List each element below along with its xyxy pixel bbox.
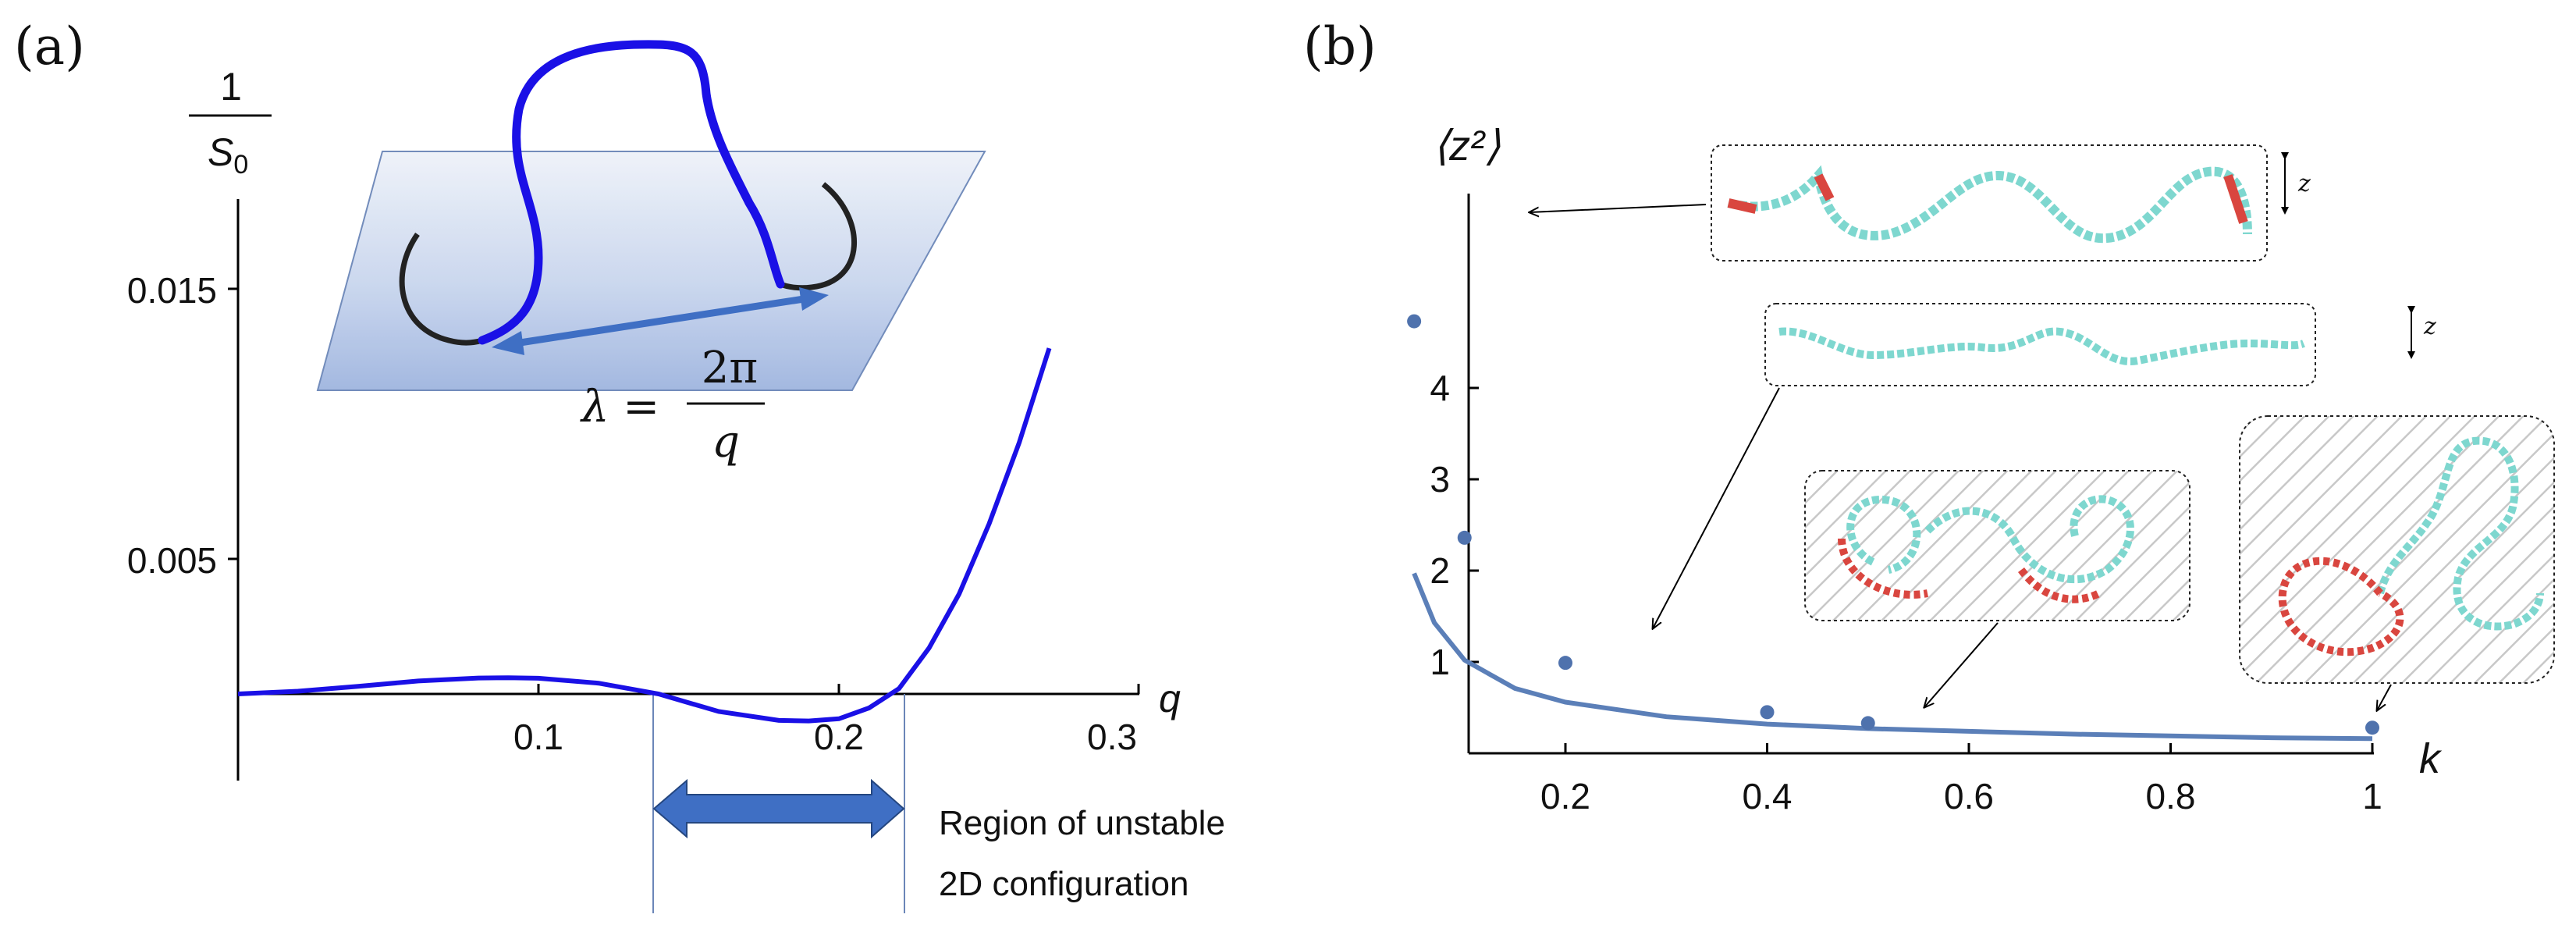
inset-1-frame <box>1711 144 2268 261</box>
scatter-point <box>2365 720 2379 735</box>
right-arc <box>779 182 858 291</box>
wavelength-arrowhead-left <box>492 331 524 355</box>
x-axis-label-a: q <box>1159 677 1181 720</box>
y-tick-label-b: 2 <box>1430 550 1450 591</box>
pointer-arrow-3 <box>1924 622 1999 707</box>
region-label-line1: Region of unstable <box>939 804 1225 842</box>
scatter-point <box>1558 656 1572 671</box>
series-line-a <box>237 347 1052 724</box>
x-tick-label-a-0.2: 0.2 <box>814 717 864 757</box>
x-tick-label-b: 0.6 <box>1944 776 1994 816</box>
inset-chain-2: z <box>1764 303 2436 386</box>
inset-3-frame <box>1804 470 2190 621</box>
inset-2-z-label: z <box>2423 313 2436 340</box>
region-double-arrow <box>652 778 905 839</box>
y-axis-label-b: ⟨z²⟩ <box>1433 123 1501 169</box>
inset-chain-1: z <box>1711 144 2311 261</box>
inset-3-red <box>1838 538 2102 603</box>
panel-b-label: (b) <box>1303 16 1377 76</box>
y-tick-label-b: 3 <box>1430 459 1450 500</box>
x-tick-label-b: 0.4 <box>1743 776 1793 816</box>
scatter-point <box>1407 314 1422 329</box>
inset-2-frame <box>1764 303 2316 386</box>
inset-chain-3 <box>1804 470 2190 621</box>
scatter-point <box>1860 716 1875 731</box>
plane-inset: λ = 2π q <box>316 40 986 468</box>
x-tick-label-a-0.1: 0.1 <box>513 717 563 757</box>
region-label-line2: 2D configuration <box>939 865 1189 903</box>
panel-b: (b) ⟨z²⟩ 0.2 0.4 0.6 0.8 1 1 2 3 4 k z z <box>1303 16 2555 816</box>
wavelength-arrow-line <box>514 295 805 347</box>
inset-4-frame <box>2239 415 2555 684</box>
loop-curve <box>478 40 785 345</box>
y-tick-label-a-0.015: 0.015 <box>127 270 217 311</box>
ticks-b: 0.2 0.4 0.6 0.8 1 1 2 3 4 <box>1430 368 2382 816</box>
left-arc <box>399 232 484 346</box>
inset-3-chain <box>1846 495 2134 584</box>
plane <box>316 151 986 391</box>
fit-curve-b <box>1412 572 2373 742</box>
panel-a: (a) 1 S0 0.015 0.005 0.1 0.2 0.3 q Regio… <box>14 16 1225 913</box>
x-tick-label-a-0.3: 0.3 <box>1087 717 1137 757</box>
y-axis-label-denominator: S0 <box>208 130 248 180</box>
scatter-point <box>1457 530 1472 545</box>
inset-2-chain <box>1778 327 2305 366</box>
inset-4-red <box>2278 557 2404 656</box>
scatter-point <box>1760 705 1775 720</box>
lambda-prefix: λ = <box>580 382 659 432</box>
inset-chain-4 <box>2239 415 2555 684</box>
scatter-points-b <box>1407 314 2379 735</box>
pointer-arrow-1 <box>1530 204 1707 212</box>
panel-a-label: (a) <box>14 16 85 76</box>
y-axis-label-numerator: 1 <box>220 65 242 109</box>
x-tick-label-b: 1 <box>2362 776 2382 816</box>
inset-1-z-label: z <box>2297 170 2311 197</box>
y-tick-label-b: 4 <box>1430 368 1450 408</box>
y-tick-label-a-0.005: 0.005 <box>127 540 217 581</box>
y-tick-label-b: 1 <box>1430 642 1450 682</box>
inset-4-chain <box>2376 436 2544 631</box>
lambda-denominator: q <box>712 417 740 468</box>
inset-1-red-segments <box>1727 173 2248 224</box>
lambda-numerator: 2π <box>702 343 758 393</box>
x-axis-label-b: k <box>2419 735 2443 782</box>
pointer-arrow-4 <box>2377 684 2392 710</box>
wavelength-arrowhead-right <box>799 287 829 311</box>
x-tick-label-b: 0.2 <box>1540 776 1590 816</box>
x-tick-label-b: 0.8 <box>2146 776 2196 816</box>
pointer-arrow-2 <box>1653 387 1780 628</box>
